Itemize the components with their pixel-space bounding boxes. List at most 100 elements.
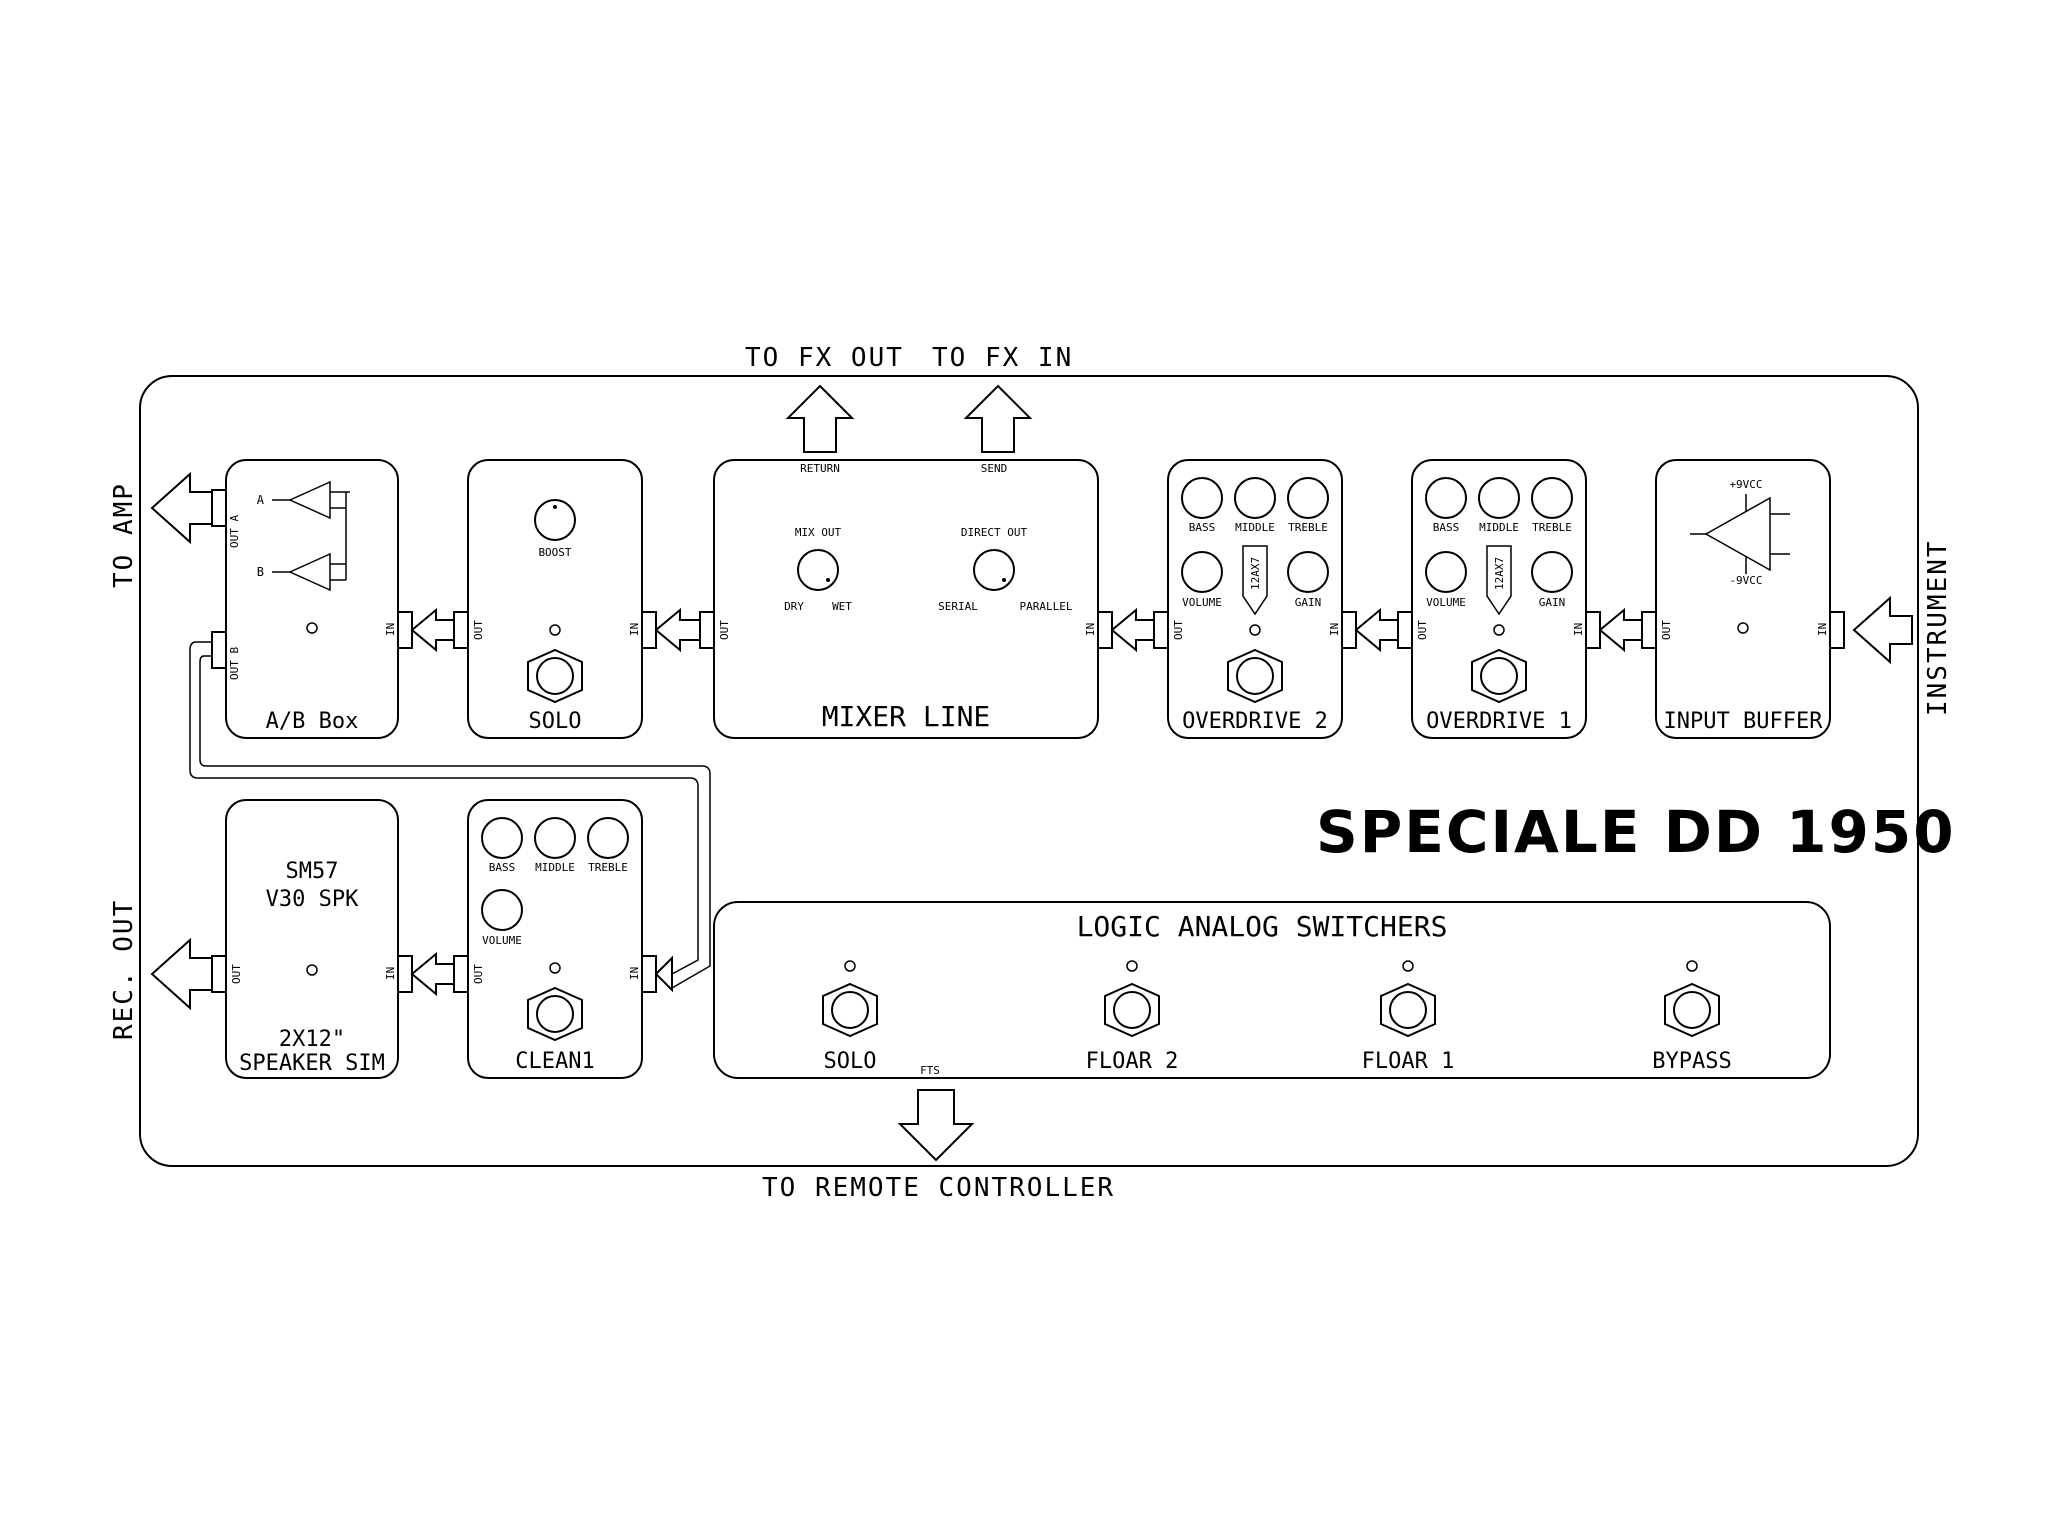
instrument-arrow (1852, 595, 1913, 665)
switcher-floar1[interactable]: FLOAR 1 (1362, 960, 1455, 1074)
clean1-out-label: OUT (472, 964, 485, 984)
clean1-middle-knob[interactable] (534, 817, 576, 859)
overdrive1-pedal: OVERDRIVE 1 BASS MIDDLE TREBLE VOLUME GA… (1397, 459, 1601, 739)
od1-bass-knob[interactable] (1425, 477, 1467, 519)
switcher-solo[interactable]: SOLO (822, 960, 878, 1074)
od2-led (1249, 624, 1261, 636)
routing-knob[interactable] (973, 549, 1015, 591)
solo-footswitch[interactable] (536, 657, 574, 695)
mixer-pedal: MIXER LINE MIX OUT DRY WET DIRECT OUT SE… (699, 459, 1113, 739)
od2-in-label: IN (1328, 623, 1341, 636)
speaker-sim-line2: V30 SPK (266, 887, 359, 912)
od1-treble-knob[interactable] (1531, 477, 1573, 519)
od1-middle-label: MIDDLE (1479, 521, 1519, 534)
ab-a-label: A (257, 493, 265, 507)
clean1-led (549, 962, 561, 974)
input-buffer-pedal: INPUT BUFFER +9VCC -9VCC OUT IN (1641, 459, 1845, 739)
speaker-sim-line4: SPEAKER SIM (239, 1051, 385, 1076)
od2-tube-icon (1242, 545, 1268, 616)
solo-in-label: IN (628, 623, 641, 636)
mixer-name: MIXER LINE (822, 700, 991, 733)
od2-volume-knob[interactable] (1181, 551, 1223, 593)
dry-label: DRY (784, 600, 804, 613)
fx-out-arrow (785, 384, 855, 453)
od2-out-label: OUT (1172, 620, 1185, 640)
clean1-volume-label: VOLUME (482, 934, 522, 947)
boost-label: BOOST (538, 546, 571, 559)
out-b-cable (189, 641, 711, 993)
od2-gain-knob[interactable] (1287, 551, 1329, 593)
rec-out-label: REC. OUT (109, 899, 139, 1040)
od2-gain-label: GAIN (1295, 596, 1322, 609)
return-label: RETURN (800, 462, 840, 475)
od2-tube-label: 12AX7 (1249, 557, 1262, 590)
vplus-label: +9VCC (1729, 478, 1762, 491)
speaker-sim-led (306, 964, 318, 976)
od2-middle-knob[interactable] (1234, 477, 1276, 519)
od1-middle-knob[interactable] (1478, 477, 1520, 519)
fts-label: FTS (920, 1064, 940, 1077)
to-fx-in-label: TO FX IN (932, 343, 1073, 373)
clean1-treble-knob[interactable] (587, 817, 629, 859)
od2-middle-label: MIDDLE (1235, 521, 1275, 534)
ab-b-label: B (257, 565, 264, 579)
input-buffer-led (1737, 622, 1749, 634)
to-amp-label: TO AMP (109, 482, 139, 588)
od1-gain-knob[interactable] (1531, 551, 1573, 593)
parallel-label: PARALLEL (1020, 600, 1073, 613)
od1-out-label: OUT (1416, 620, 1429, 640)
od2-bass-knob[interactable] (1181, 477, 1223, 519)
od2-treble-knob[interactable] (1287, 477, 1329, 519)
switchers-title: LOGIC ANALOG SWITCHERS (1077, 910, 1448, 943)
od2-treble-label: TREBLE (1288, 521, 1328, 534)
clean1-middle-label: MIDDLE (535, 861, 575, 874)
mixer-in-label: IN (1084, 623, 1097, 636)
board-title: SPECIALE DD 1950 (1316, 798, 1956, 866)
serial-label: SERIAL (938, 600, 978, 613)
solo-led (549, 624, 561, 636)
switcher-solo-label: SOLO (824, 1049, 877, 1074)
ab-led (306, 622, 318, 634)
clean1-bass-knob[interactable] (481, 817, 523, 859)
od1-footswitch[interactable] (1480, 657, 1518, 695)
fx-in-arrow (963, 384, 1033, 453)
mixer-out-label: OUT (718, 620, 731, 640)
speaker-sim-pedal: SM57 V30 SPK 2X12" SPEAKER SIM OUT IN (211, 799, 413, 1079)
od1-name: OVERDRIVE 1 (1426, 709, 1572, 734)
clean1-pedal: CLEAN1 BASS MIDDLE TREBLE VOLUME OUT IN (453, 799, 657, 1079)
clean1-treble-label: TREBLE (588, 861, 628, 874)
ab-in-label: IN (384, 623, 397, 636)
to-remote-label: TO REMOTE CONTROLLER (762, 1173, 1115, 1203)
clean1-bass-label: BASS (489, 861, 516, 874)
solo-name: SOLO (529, 709, 582, 734)
mix-knob[interactable] (797, 549, 839, 591)
switcher-floar2-label: FLOAR 2 (1086, 1049, 1179, 1074)
ab-out-b-label: OUT B (228, 647, 241, 680)
clean1-footswitch[interactable] (536, 995, 574, 1033)
ab-box-pedal: A/B Box A B OUT A OUT B IN (211, 459, 413, 739)
signal-arrows (410, 607, 1643, 997)
overdrive2-pedal: OVERDRIVE 2 BASS MIDDLE TREBLE VOLUME GA… (1153, 459, 1357, 739)
od2-footswitch[interactable] (1236, 657, 1274, 695)
switcher-floar2[interactable]: FLOAR 2 (1086, 960, 1179, 1074)
od1-volume-label: VOLUME (1426, 596, 1466, 609)
od1-bass-label: BASS (1433, 521, 1460, 534)
ib-out-label: OUT (1660, 620, 1673, 640)
clean1-volume-knob[interactable] (481, 889, 523, 931)
od1-volume-knob[interactable] (1425, 551, 1467, 593)
switcher-bypass[interactable]: BYPASS (1652, 960, 1732, 1074)
speaker-sim-line1: SM57 (286, 859, 339, 884)
ss-out-label: OUT (230, 964, 243, 984)
od1-gain-label: GAIN (1539, 596, 1566, 609)
enclosure (139, 375, 1919, 1167)
boost-knob[interactable] (534, 499, 576, 541)
od1-in-label: IN (1572, 623, 1585, 636)
solo-pedal: SOLO BOOST OUT IN (453, 459, 657, 739)
remote-arrow (897, 1089, 975, 1162)
solo-out-label: OUT (472, 620, 485, 640)
od2-volume-label: VOLUME (1182, 596, 1222, 609)
ab-box-name: A/B Box (266, 709, 359, 734)
ib-in-label: IN (1816, 623, 1829, 636)
mix-out-label: MIX OUT (795, 526, 842, 539)
